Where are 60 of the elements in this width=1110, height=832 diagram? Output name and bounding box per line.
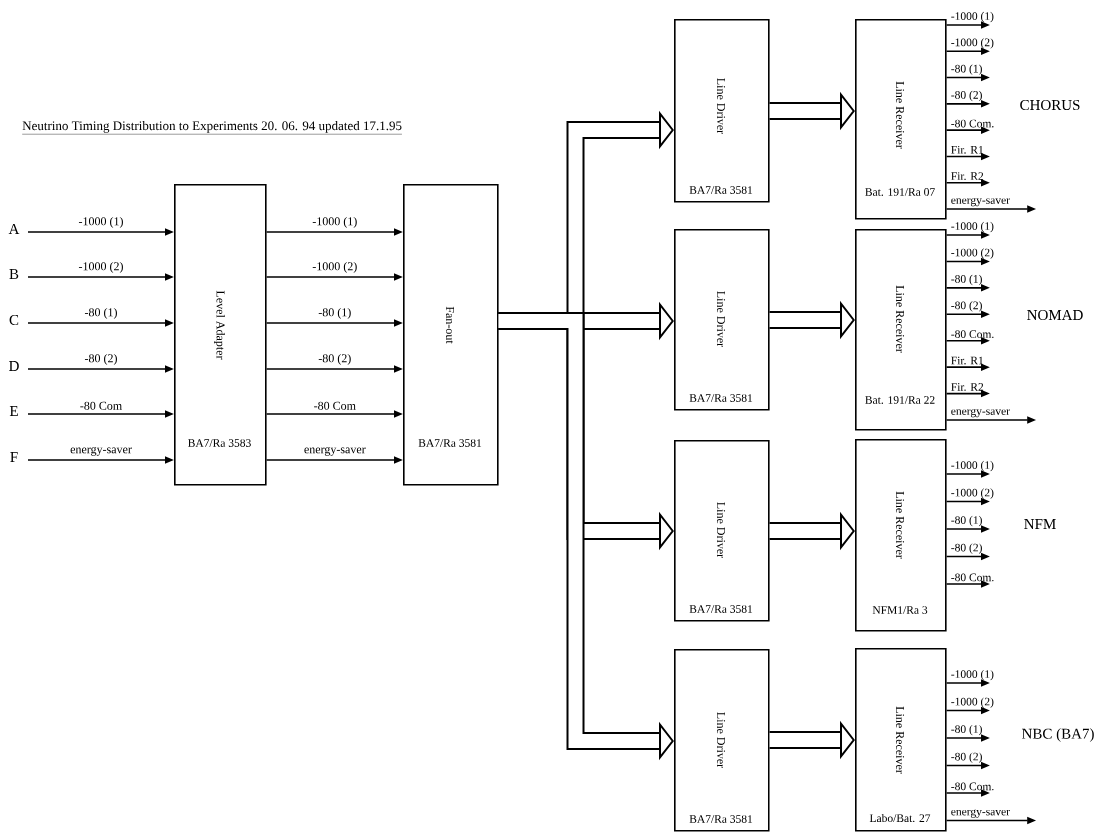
edge-label: energy-saver (951, 197, 1010, 207)
edge-label: -80 (2) (318, 353, 351, 365)
edge-label: -1000 (1) (951, 460, 994, 472)
experiment-label: NOMAD (1027, 309, 1083, 321)
edge-label: -80 (2) (84, 353, 117, 365)
block-box: Level Adapter BA7/Ra 3583 (174, 184, 267, 486)
signal-letter: F (10, 452, 18, 462)
edge-label: -80 (2) (951, 543, 982, 554)
edge-label: Fir. R1 (951, 356, 984, 365)
edge-label: energy-saver (304, 447, 366, 456)
edge-label: -80 Com (314, 401, 356, 410)
edge-label: -80 (2) (951, 752, 982, 763)
edge-label: -1000 (1) (951, 11, 994, 23)
edge-label: -80 (1) (951, 274, 982, 286)
block-box: Line Receiver NFM1/Ra 3 (855, 439, 947, 632)
edge-label: -80 (2) (951, 301, 982, 312)
edge-label: energy-saver (70, 447, 132, 456)
edge-label: Fir. R1 (951, 145, 984, 154)
block-box: Line Receiver Bat. 191/Ra 22 (855, 229, 947, 431)
edge-label: -1000 (2) (312, 261, 357, 273)
edge-label: energy-saver (951, 809, 1010, 818)
edge-label: Fir. R2 (951, 172, 984, 180)
edge-label: -1000 (2) (78, 261, 123, 273)
edge-label: -1000 (1) (78, 216, 123, 228)
edge-label: -80 (1) (951, 64, 982, 75)
signal-letter: C (9, 314, 19, 326)
signal-letter: B (9, 269, 19, 279)
edge-label: -80 (2) (951, 90, 982, 102)
edge-label: -1000 (1) (312, 216, 357, 228)
edge-label: -80 (1) (951, 724, 982, 736)
edge-label: -80 Com. (951, 782, 994, 791)
block-box: Line Receiver Bat. 191/Ra 07 (855, 19, 947, 220)
edge-label: -1000 (2) (951, 488, 994, 499)
signal-letter: A (8, 224, 20, 234)
title: Neutrino Timing Distribution to Experiments 20. 06. 94 updated 17.1.95 (22, 121, 403, 135)
block-box: Line Driver BA7/Ra 3581 (674, 440, 770, 622)
experiment-label: NFM (1024, 519, 1056, 529)
signal-letter: E (9, 406, 18, 416)
edge-label: -80 (1) (318, 307, 351, 319)
edge-label: -80 Com (80, 401, 122, 410)
edge-label: -80 (1) (951, 515, 982, 527)
edge-label: -1000 (2) (951, 697, 994, 708)
edge-label: -1000 (1) (951, 669, 994, 681)
edge-label: energy-saver (951, 408, 1010, 418)
block-box: Fan-out BA7/Ra 3581 (403, 184, 499, 486)
edge-label: Fir. R2 (951, 383, 984, 391)
block-box: Line Driver BA7/Ra 3581 (674, 19, 770, 203)
experiment-label: CHORUS (1020, 99, 1080, 111)
edge-label: -80 Com. (951, 573, 994, 582)
experiment-label: NBC (BA7) (1022, 728, 1094, 742)
block-box: Line Driver BA7/Ra 3581 (674, 229, 770, 411)
edge-label: -1000 (2) (951, 38, 994, 49)
edge-label: -80 (1) (84, 307, 117, 319)
edge-label: -1000 (2) (951, 248, 994, 259)
edge-label: -80 Com. (951, 119, 994, 128)
edge-label: -80 Com. (951, 330, 994, 338)
edge-label: -1000 (1) (951, 221, 994, 233)
block-box: Line Driver BA7/Ra 3581 (674, 649, 770, 832)
signal-letter: D (9, 361, 19, 371)
block-box: Line Receiver Labo/Bat. 27 (855, 648, 947, 832)
